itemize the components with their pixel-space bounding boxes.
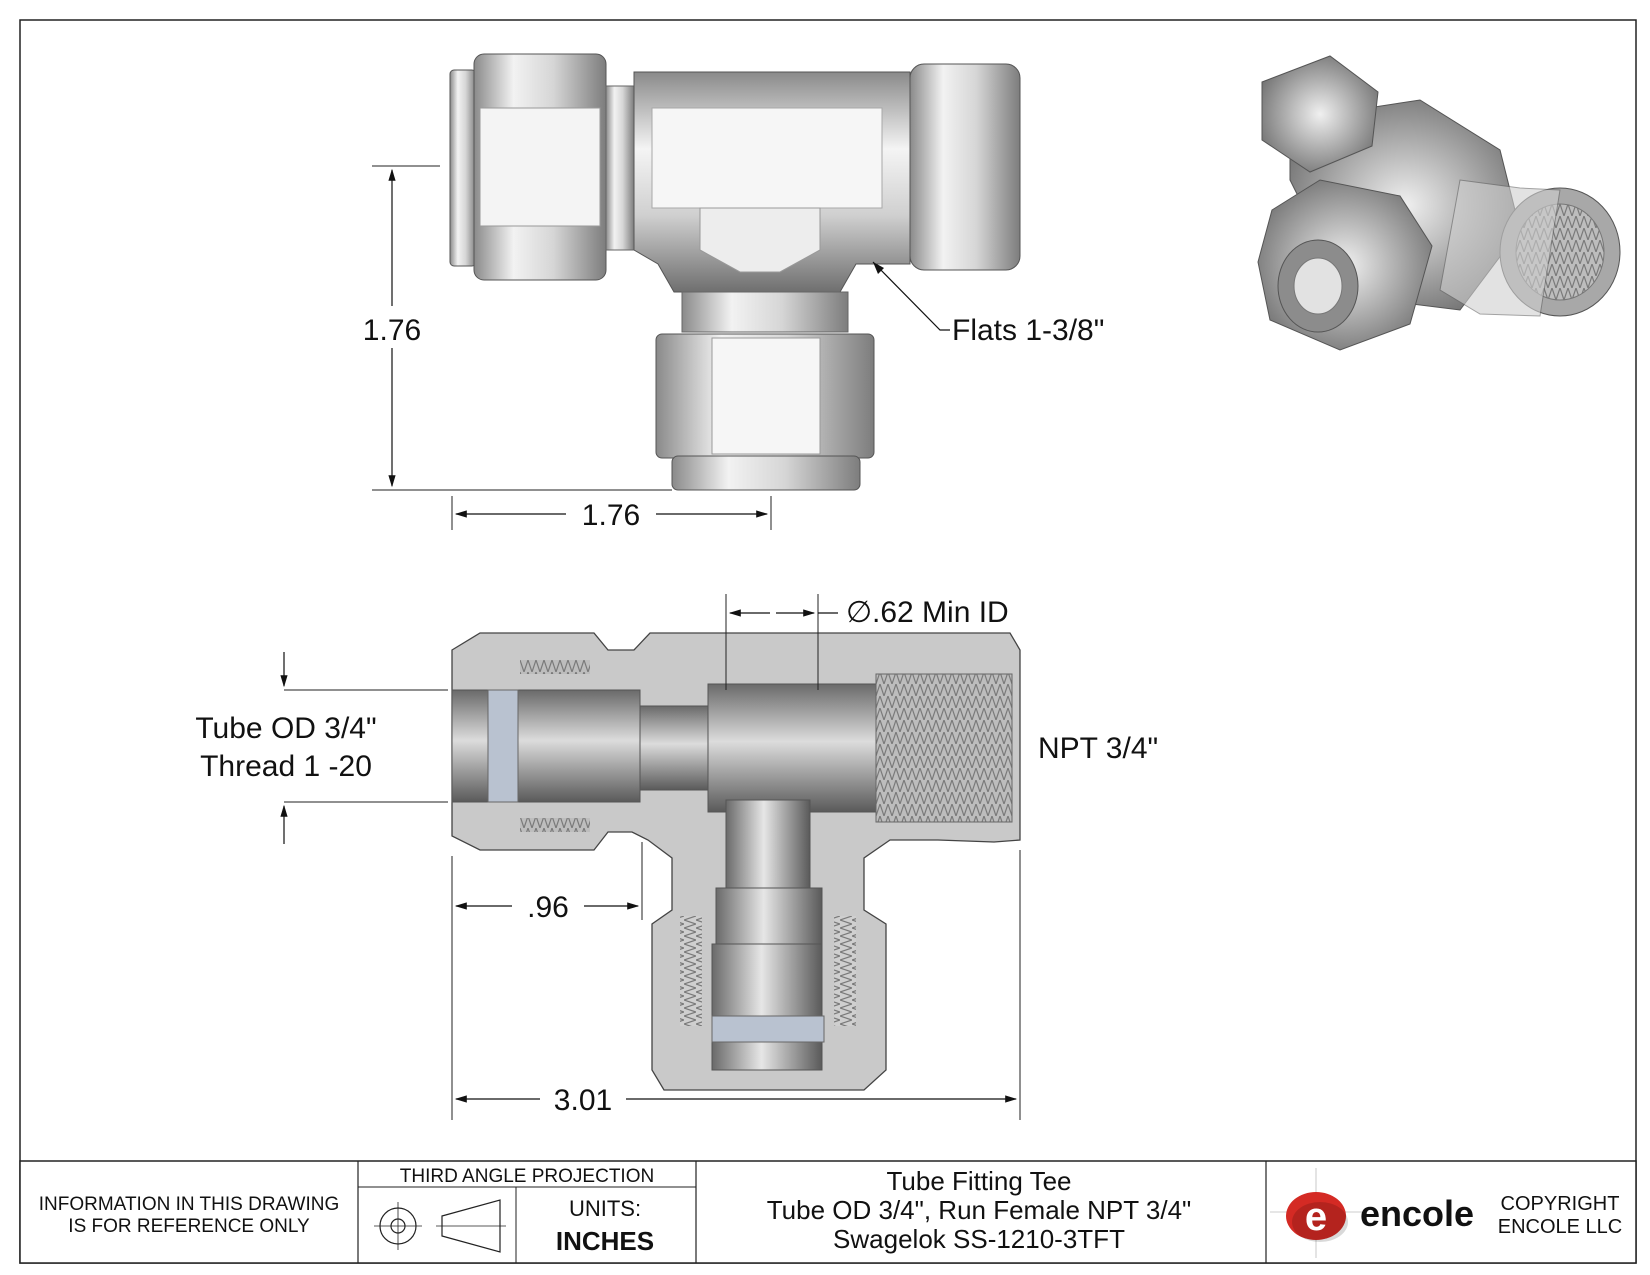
dim-offset: .96 (527, 891, 569, 924)
info-line-1: INFORMATION IN THIS DRAWING (39, 1194, 339, 1215)
top-right-npt-end (909, 63, 1021, 271)
projection-label: THIRD ANGLE PROJECTION (400, 1166, 654, 1187)
encole-logo: e encole (1270, 1168, 1474, 1258)
isometric-view (1257, 55, 1621, 351)
copyright-line-1: COPYRIGHT (1501, 1193, 1620, 1215)
units-value: INCHES (556, 1226, 654, 1256)
title-line-3: Swagelok SS-1210-3TFT (833, 1224, 1125, 1254)
info-line-2: IS FOR REFERENCE ONLY (68, 1216, 310, 1237)
dim-min-id: .62 Min ID (872, 596, 1009, 629)
logo-text: encole (1360, 1193, 1474, 1234)
title-line-2: Tube OD 3/4", Run Female NPT 3/4" (767, 1195, 1192, 1225)
logo-letter: e (1305, 1195, 1327, 1239)
section-npt-threads (875, 673, 1013, 823)
units-label: UNITS: (569, 1196, 641, 1221)
section-branch-bore (725, 799, 811, 889)
dim-overall: 3.01 (554, 1084, 612, 1117)
title-line-1: Tube Fitting Tee (887, 1166, 1072, 1196)
dim-flats: Flats 1-3/8" (952, 314, 1104, 347)
title-block: INFORMATION IN THIS DRAWING IS FOR REFER… (19, 1160, 1637, 1264)
copyright-line-2: ENCOLE LLC (1498, 1216, 1623, 1238)
dim-npt: NPT 3/4" (1038, 732, 1158, 765)
projection-symbol (374, 1199, 506, 1253)
top-left-tube-stub (449, 69, 477, 267)
dim-tube-od: Tube OD 3/4" (195, 712, 376, 745)
dim-thread: Thread 1 -20 (200, 750, 372, 783)
section-tube-bore (451, 689, 641, 803)
top-view: 1.76 1.76 Flats 1-3/8" (363, 53, 1104, 532)
min-id-symbol: ∅ (846, 596, 872, 629)
iso-top-nut (1261, 55, 1379, 173)
dim-top-width: 1.76 (582, 499, 640, 532)
dim-top-height: 1.76 (363, 314, 421, 347)
section-view: ∅ .62 Min ID Tube OD 3/4" Thread 1 -20 N… (195, 594, 1158, 1120)
